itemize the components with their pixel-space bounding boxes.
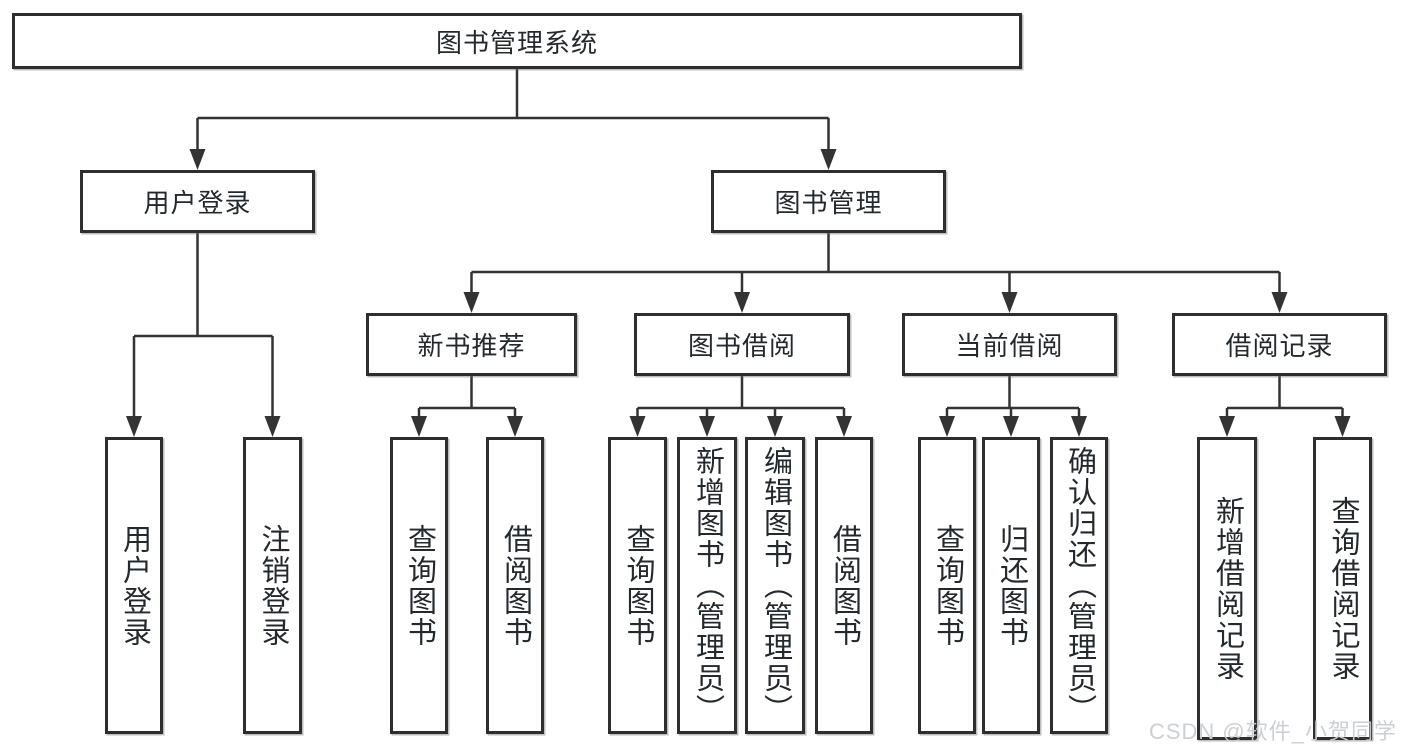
leaf-borrow-books-1: 借阅图书 bbox=[486, 437, 544, 734]
leaf-query-borrow-record: 查询借阅记录 bbox=[1313, 437, 1372, 740]
connector-newbookrec-bus bbox=[417, 376, 517, 418]
arrow-down-icon bbox=[820, 149, 837, 170]
node-new-book-recommend: 新书推荐 bbox=[366, 313, 577, 376]
leaf-user-login: 用户登录 bbox=[105, 437, 163, 734]
arrow-down-icon bbox=[734, 292, 750, 313]
arrow-down-icon bbox=[1334, 416, 1351, 437]
connector-borrowrecords-bus bbox=[1225, 376, 1344, 418]
arrow-down-icon bbox=[629, 416, 646, 437]
node-borrow-records: 借阅记录 bbox=[1172, 313, 1387, 376]
connector-root-bus bbox=[196, 69, 830, 151]
node-book-management: 图书管理 bbox=[711, 170, 946, 233]
arrow-down-icon bbox=[767, 416, 783, 437]
connector-bookmgmt-bus bbox=[470, 233, 1281, 294]
leaf-logout: 注销登录 bbox=[243, 437, 302, 734]
leaf-confirm-return-admin: 确认归还（管理员） bbox=[1050, 437, 1108, 734]
leaf-borrow-books-2: 借阅图书 bbox=[815, 437, 873, 734]
arrow-down-icon bbox=[463, 292, 480, 313]
arrow-down-icon bbox=[507, 416, 523, 437]
connector-bookborrow-bus bbox=[636, 376, 846, 418]
leaf-edit-book-admin: 编辑图书（管理员） bbox=[745, 437, 805, 734]
arrow-down-icon bbox=[411, 416, 427, 437]
node-root: 图书管理系统 bbox=[12, 13, 1022, 69]
leaf-return-book: 归还图书 bbox=[982, 437, 1040, 734]
arrow-down-icon bbox=[1003, 416, 1019, 437]
arrow-down-icon bbox=[1071, 416, 1087, 437]
leaf-query-books-3: 查询图书 bbox=[918, 437, 976, 734]
arrow-down-icon bbox=[1001, 292, 1018, 313]
node-user-login: 用户登录 bbox=[80, 170, 315, 233]
leaf-query-books-1: 查询图书 bbox=[390, 437, 448, 734]
connector-currentborrow-bus bbox=[945, 376, 1081, 418]
leaf-query-books-2: 查询图书 bbox=[608, 437, 667, 734]
connector-userlogin-bus bbox=[132, 233, 274, 418]
leaf-add-book-admin: 新增图书（管理员） bbox=[677, 437, 737, 734]
arrow-down-icon bbox=[264, 416, 281, 437]
node-current-borrow: 当前借阅 bbox=[902, 313, 1117, 376]
arrow-down-icon bbox=[126, 416, 142, 437]
arrow-down-icon bbox=[836, 416, 852, 437]
arrow-down-icon bbox=[1271, 292, 1288, 313]
leaf-add-borrow-record: 新增借阅记录 bbox=[1197, 437, 1257, 740]
node-book-borrow: 图书借阅 bbox=[634, 313, 850, 376]
csdn-watermark: CSDN @软件_小贺同学 bbox=[1148, 719, 1397, 744]
arrow-down-icon bbox=[189, 149, 206, 170]
arrow-down-icon bbox=[1219, 416, 1235, 437]
arrow-down-icon bbox=[699, 416, 715, 437]
arrow-down-icon bbox=[939, 416, 955, 437]
